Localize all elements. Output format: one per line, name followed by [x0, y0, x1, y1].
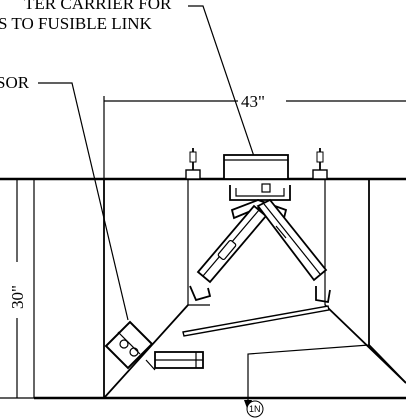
right-filter-hook [315, 286, 331, 304]
sensor-leader [38, 82, 129, 321]
note-line-2: S TO FUSIBLE LINK [0, 14, 153, 33]
left-filter-hook [189, 285, 212, 302]
note-line-1: TER CARRIER FOR [24, 0, 172, 13]
section-ref-label: 1N [249, 404, 261, 414]
left-lower-slope [103, 304, 189, 399]
junction-box [154, 351, 204, 369]
width-dimension: 43" [241, 92, 265, 111]
carrier-channel [229, 183, 291, 201]
sensor-box [104, 320, 156, 371]
height-dimension: 30" [8, 285, 27, 309]
left-baffle-filter [196, 204, 268, 284]
section-ref-bubble [246, 400, 264, 418]
right-lower-slope [324, 304, 406, 384]
light-fixture-bar [182, 305, 330, 337]
exhaust-collar [223, 154, 289, 180]
right-mount-rod [312, 148, 328, 180]
sensor-label: SOR [0, 73, 30, 92]
left-mount-rod [185, 148, 201, 180]
note-leader [188, 5, 263, 181]
right-baffle-filter [256, 198, 328, 282]
section-leader [247, 344, 370, 405]
